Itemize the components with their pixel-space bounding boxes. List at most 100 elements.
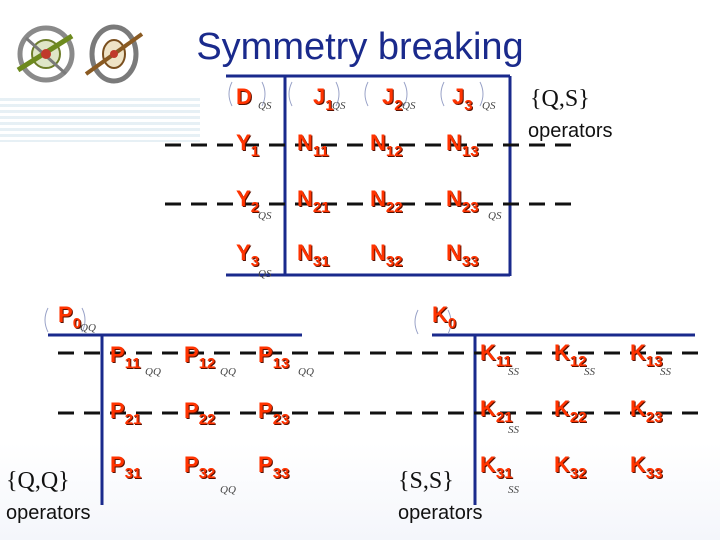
qs-cell: N11 <box>297 130 329 160</box>
qs-cell-sub: 31 <box>312 253 330 270</box>
qq-cell: P32 <box>184 452 215 482</box>
qs-caption-operators: operators <box>528 120 613 142</box>
qq-cell-main: P <box>184 398 199 423</box>
qs-ghost: QS <box>258 100 272 112</box>
qq-cell: P23 <box>258 398 289 428</box>
ss-cell-main: K <box>630 396 646 421</box>
ss-cell-sub: 11 <box>495 353 512 370</box>
qq-cell-sub: 11 <box>124 355 141 372</box>
logo-stripe <box>0 98 200 142</box>
ss-head-cell: K0 <box>432 302 456 332</box>
ss-cell-main: K <box>554 452 570 477</box>
qq-cell-main: P <box>258 452 273 477</box>
qs-cell: Y2 <box>236 186 259 216</box>
qs-cell-main: N <box>297 240 313 265</box>
qs-cell-sub: 22 <box>385 199 403 216</box>
qq-cell: P22 <box>184 398 215 428</box>
ss-ghost: SS <box>508 366 519 378</box>
qs-cell: J2 <box>382 84 403 114</box>
ss-cell-sub: 13 <box>645 353 663 370</box>
qs-cell: Y3 <box>236 240 259 270</box>
qq-caption-set: {Q,Q} <box>6 468 70 494</box>
qq-cell-sub: 23 <box>272 411 290 428</box>
qs-cell-main: N <box>370 186 386 211</box>
qs-cell: N32 <box>370 240 403 270</box>
qs-cell-main: J <box>452 84 465 109</box>
qq-caption-operators: operators <box>6 502 91 524</box>
qs-cell: N21 <box>297 186 330 216</box>
ss-cell-sub: 33 <box>645 465 663 482</box>
qs-cell: N12 <box>370 130 403 160</box>
qq-cell-sub: 21 <box>124 411 142 428</box>
ss-caption-operators: operators <box>398 502 483 524</box>
qs-cell-sub: 13 <box>461 143 479 160</box>
ss-cell-sub: 0 <box>447 315 457 332</box>
ss-cell-sub: 21 <box>495 409 513 426</box>
qq-ghost: QQ <box>145 366 161 378</box>
ss-cell-main: K <box>432 302 448 327</box>
qq-ghost: QQ <box>80 322 96 334</box>
qs-cell: J3 <box>452 84 473 114</box>
ss-cell-sub: 22 <box>569 409 587 426</box>
qq-cell: P13 <box>258 342 289 372</box>
qs-cell-sub: 2 <box>250 199 260 216</box>
qs-cell: N33 <box>446 240 479 270</box>
qs-cell: J1 <box>313 84 334 114</box>
qq-cell-main: P <box>184 342 199 367</box>
qq-cell-main: P <box>258 398 273 423</box>
qs-caption-set: {Q,S} <box>530 86 590 112</box>
qs-ghost: QS <box>488 210 502 222</box>
ss-cell: K31 <box>480 452 513 482</box>
qs-cell-main: J <box>382 84 395 109</box>
ss-cell-main: K <box>554 396 570 421</box>
ss-caption-set: {S,S} <box>398 468 454 494</box>
qq-head-cell: P0 <box>58 302 81 332</box>
qq-cell: P31 <box>110 452 141 482</box>
qs-cell-main: N <box>446 130 462 155</box>
qs-cell: N23 <box>446 186 479 216</box>
qs-cell: N13 <box>446 130 479 160</box>
qq-cell-sub: 32 <box>198 465 216 482</box>
qq-cell-sub: 31 <box>124 465 142 482</box>
ss-cell: K32 <box>554 452 587 482</box>
qq-cell: P11 <box>110 342 141 372</box>
qq-ghost: QQ <box>220 484 236 496</box>
qs-ghost: QS <box>258 268 272 280</box>
ss-cell-sub: 12 <box>569 353 587 370</box>
ss-cell-sub: 31 <box>495 465 513 482</box>
qq-cell-main: P <box>258 342 273 367</box>
ss-cell-main: K <box>630 452 646 477</box>
qq-cell: P12 <box>184 342 215 372</box>
qs-cell-main: J <box>313 84 326 109</box>
ss-cell: K13 <box>630 340 663 370</box>
qs-cell-sub: 12 <box>385 143 403 160</box>
qq-cell-sub: 33 <box>272 465 290 482</box>
qs-ghost: QS <box>258 210 272 222</box>
qs-cell-main: N <box>297 130 313 155</box>
qs-cell-main: Y <box>236 130 251 155</box>
qq-cell-sub: 22 <box>198 411 216 428</box>
qs-cell-sub: 2 <box>394 97 403 114</box>
qs-ghost: QS <box>482 100 496 112</box>
qs-cell-sub: 23 <box>461 199 479 216</box>
qs-cell-sub: 32 <box>385 253 403 270</box>
qq-cell-main: P <box>184 452 199 477</box>
ss-cell-main: K <box>480 396 496 421</box>
ss-cell-sub: 23 <box>645 409 663 426</box>
qs-cell-main: N <box>370 130 386 155</box>
ss-cell-main: K <box>480 340 496 365</box>
ss-ghost: SS <box>508 424 519 436</box>
qs-cell-sub: 1 <box>250 143 260 160</box>
qs-cell-sub: 3 <box>250 253 260 270</box>
qs-ghost: QS <box>402 100 416 112</box>
ss-cell: K21 <box>480 396 513 426</box>
qs-cell-main: N <box>297 186 313 211</box>
qq-ghost: QQ <box>220 366 236 378</box>
ss-cell-sub: 32 <box>569 465 587 482</box>
qs-cell-main: N <box>446 240 462 265</box>
qq-cell: P21 <box>110 398 141 428</box>
qs-cell-sub: 1 <box>325 97 334 114</box>
ss-cell: K11 <box>480 340 512 370</box>
qq-cell-sub: 12 <box>198 355 216 372</box>
ss-cell: K12 <box>554 340 587 370</box>
